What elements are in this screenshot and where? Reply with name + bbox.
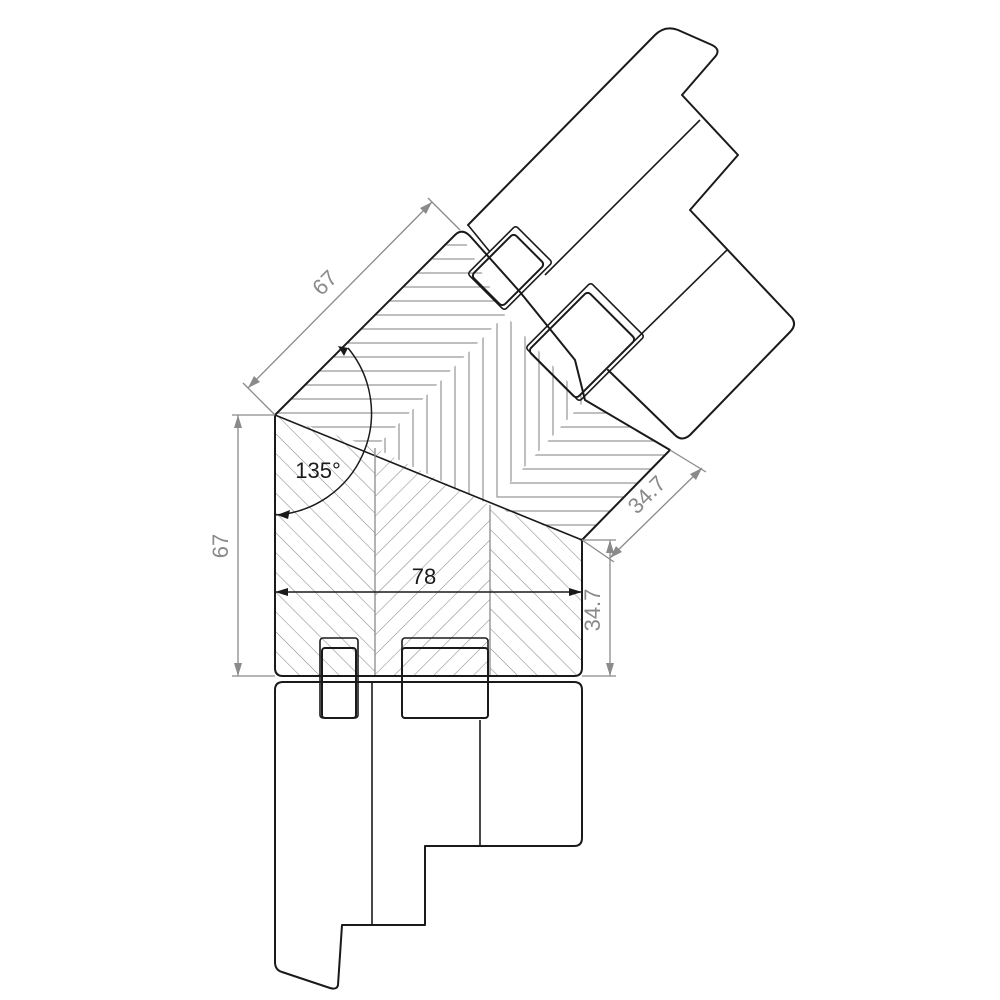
dimension-vertical-34-7: 34.7: [580, 539, 616, 677]
upper-profile-inner-3: [467, 224, 491, 253]
lower-connector-large: [401, 637, 489, 719]
upper-profile-inner-2: [624, 249, 728, 351]
lower-profile-outline: [274, 681, 583, 990]
upper-connector-large: [526, 283, 644, 401]
dimension-label-diagonal: 67: [307, 265, 342, 300]
lower-connector-small: [319, 637, 359, 719]
joint-block-outline: [274, 230, 671, 677]
upper-connector-small: [468, 226, 552, 310]
upper-profile-inner-1: [544, 119, 701, 276]
dimension-label-width: 78: [412, 564, 436, 589]
dimension-angle-135: 135°: [274, 346, 373, 519]
dimension-label-angle: 135°: [295, 458, 341, 483]
upper-profile-outline: [467, 27, 796, 440]
dimension-label-depth-vertical: 34.7: [580, 589, 605, 632]
dimension-label-vertical: 67: [208, 534, 233, 558]
dimension-vertical-67: 67: [208, 414, 275, 677]
hatch-region-a: [275, 415, 375, 675]
dimension-width-78: 78: [275, 564, 582, 596]
miter-seam-line: [274, 414, 583, 541]
